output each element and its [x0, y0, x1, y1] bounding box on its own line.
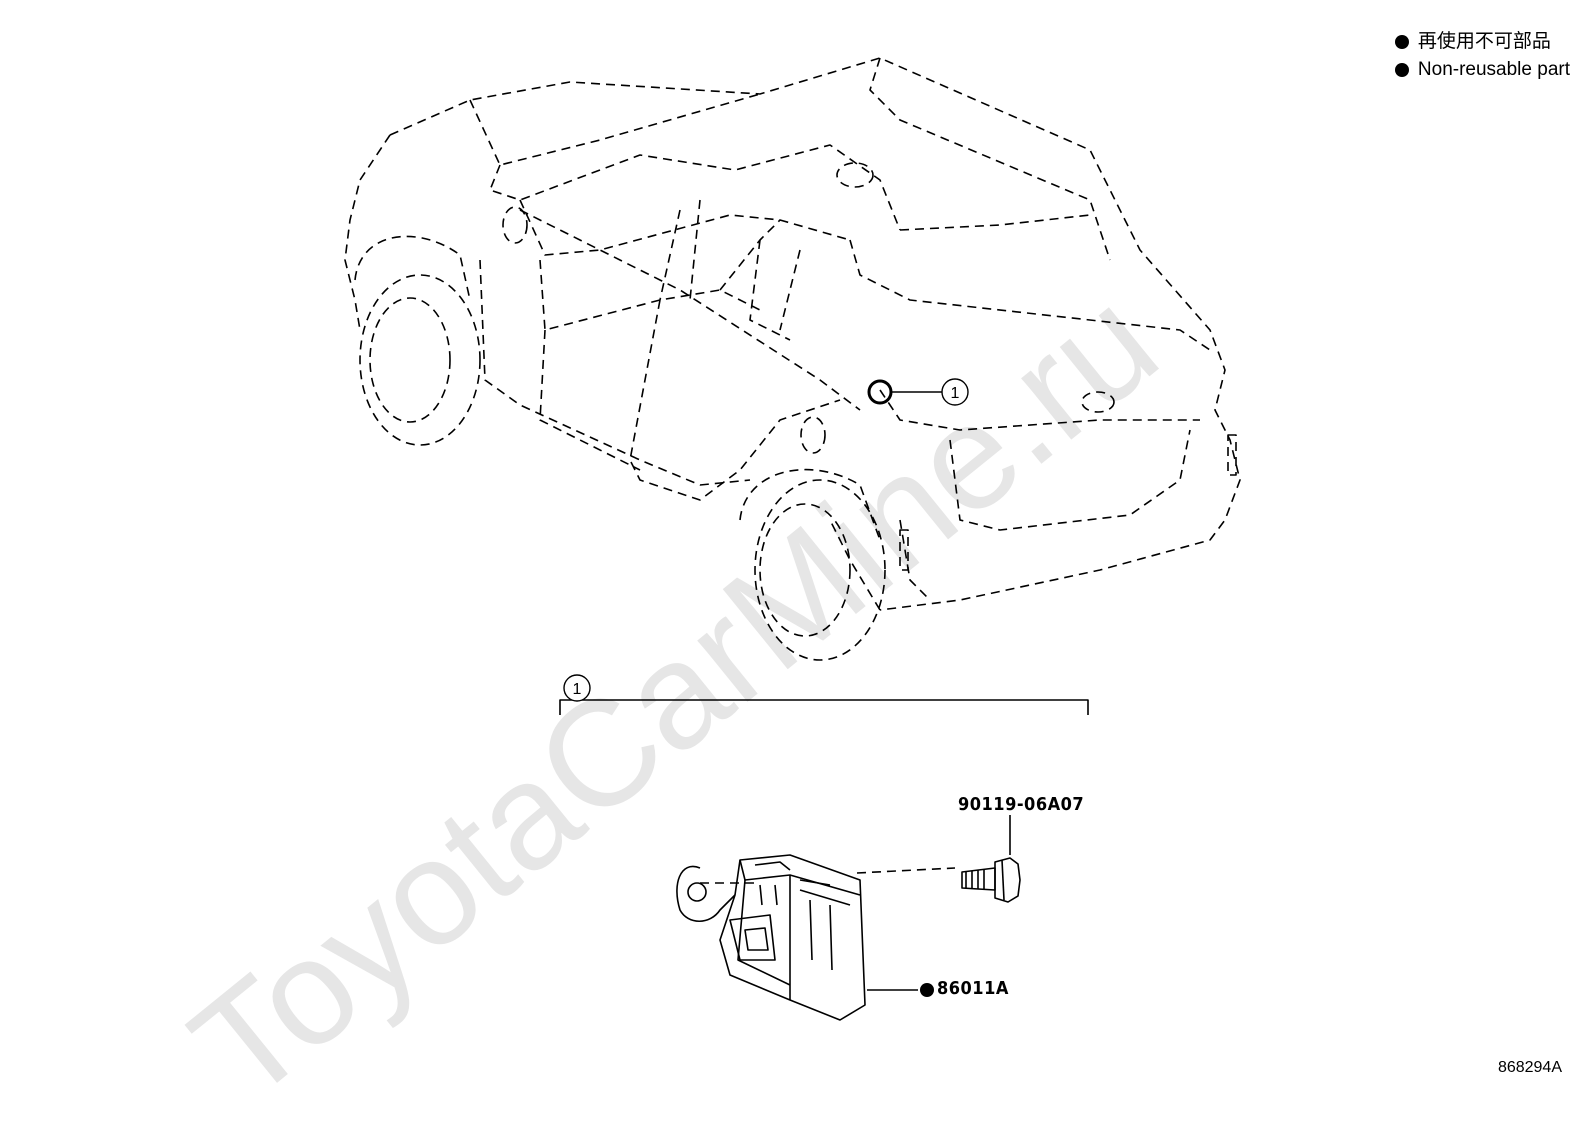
- part-number-control-unit[interactable]: 86011A: [937, 978, 1009, 999]
- callout-label-vehicle: 1: [951, 385, 960, 402]
- legend-label-jp: 再使用不可部品: [1417, 31, 1551, 52]
- vehicle-front-outline: [344, 134, 391, 331]
- non-reusable-dot-icon: [1394, 63, 1409, 77]
- legend-row-en: Non-reusable part: [1394, 56, 1570, 84]
- vehicle-rear-hatch: [849, 239, 1211, 351]
- vehicle-windshield: [519, 199, 851, 256]
- callout-label-group: 1: [573, 681, 582, 698]
- front-wheel: [359, 274, 481, 446]
- rear-bumper-outline: [879, 389, 1200, 431]
- vehicle-roof-rail: [469, 93, 761, 166]
- parts-diagram: 1 1: [344, 57, 1241, 1021]
- rear-wheel: [754, 479, 886, 661]
- front-door-outline: [539, 329, 641, 471]
- callout-circle-vehicle: [941, 378, 969, 406]
- legend-label-en: Non-reusable part: [1417, 59, 1570, 80]
- vehicle-roof-outline: [389, 57, 1241, 611]
- rear-door-outline: [629, 299, 841, 501]
- location-marker: [867, 379, 893, 405]
- legend: 再使用不可部品 Non-reusable part: [1394, 28, 1570, 84]
- control-unit-part: [676, 854, 918, 1021]
- callout-circle-group: [563, 674, 591, 702]
- diagram-code: 868294A: [1497, 1059, 1562, 1076]
- assembly-bracket: [559, 699, 1089, 715]
- legend-row-jp: 再使用不可部品: [1394, 28, 1570, 56]
- non-reusable-mark: [920, 983, 934, 997]
- part-number-bolt[interactable]: 90119-06A07: [958, 794, 1085, 815]
- vehicle-side-outline: [479, 259, 751, 486]
- bolt-part: [961, 815, 1021, 903]
- non-reusable-dot-icon: [1394, 35, 1409, 49]
